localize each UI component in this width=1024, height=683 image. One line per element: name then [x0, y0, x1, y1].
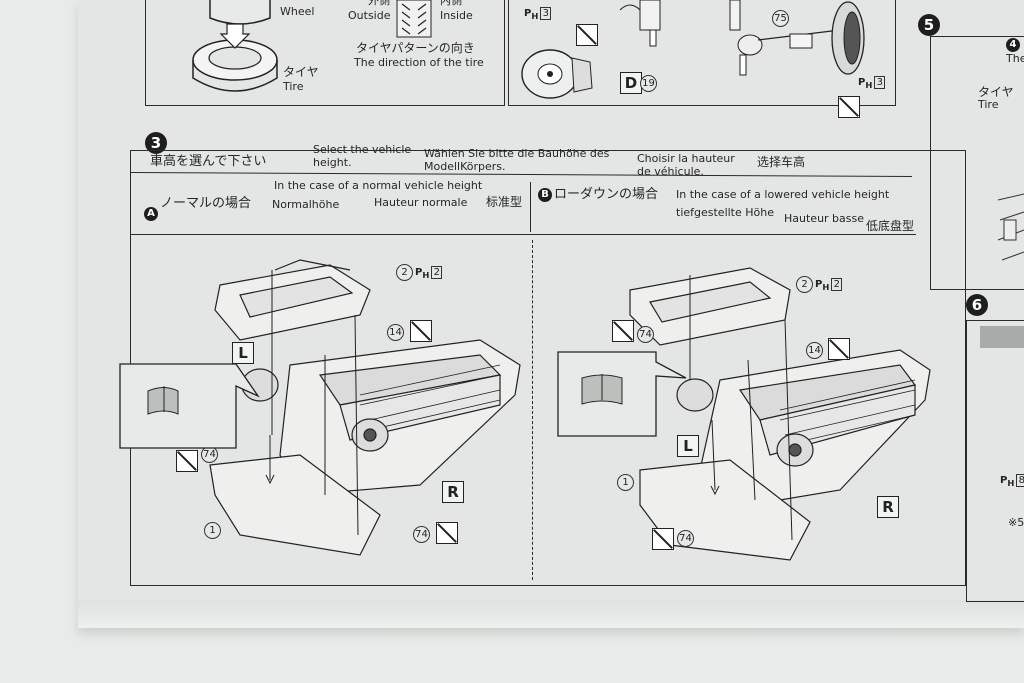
- inside-jp-label: 内側: [440, 0, 462, 7]
- part-number-19: 19: [640, 75, 657, 92]
- grey-bar: [980, 326, 1024, 348]
- option-b-cn: 低底盘型: [866, 219, 915, 233]
- paint-mark-icon: [410, 320, 432, 342]
- step3-title-de: Wählen Sie bitte die Bauhöhe des ModellK…: [424, 147, 610, 173]
- tire-direction-en: The direction of the tire: [354, 56, 484, 69]
- option-separator: [530, 182, 531, 232]
- step-5-badge: 5: [918, 14, 940, 36]
- option-b-fr: Hauteur basse: [784, 212, 865, 225]
- tire-jp-label: タイヤ: [283, 65, 319, 79]
- left-side-label-a: L: [232, 342, 254, 364]
- option-divider: [130, 234, 916, 235]
- option-b-de: tiefgestellte Höhe: [676, 206, 775, 219]
- right-side-label-a: R: [442, 481, 464, 503]
- right-side-label-b: R: [877, 496, 899, 518]
- step-4-badge: 4: [1006, 38, 1020, 52]
- right-chassis-fragment: [997, 193, 1024, 261]
- option-a-fr: Hauteur normale: [374, 196, 468, 209]
- right-tire-en: Tire: [978, 98, 999, 111]
- tire-en-label: Tire: [283, 80, 304, 93]
- part-number-14-b: 14: [806, 342, 823, 359]
- tread-pattern-icon: [396, 0, 432, 38]
- part-number-1-b: 1: [617, 474, 634, 491]
- wheel-label: Wheel: [280, 5, 315, 18]
- paint-mark-icon: [176, 450, 198, 472]
- part-number-2-a: 2: [396, 264, 413, 281]
- left-side-label-b: L: [677, 435, 699, 457]
- part-number-74-b2: 74: [677, 530, 694, 547]
- the-text: The: [1006, 52, 1024, 65]
- dashed-divider: [532, 240, 533, 580]
- step-6-panel: [966, 320, 1024, 602]
- tire-panel: [145, 0, 505, 106]
- paint-mark-icon: [576, 24, 598, 46]
- option-a-badge: A: [144, 207, 158, 221]
- paint-mark-icon: [828, 338, 850, 360]
- option-a-jp: ノーマルの場合: [160, 196, 252, 211]
- option-b-badge: B: [538, 188, 552, 202]
- paint-mark-icon: [652, 528, 674, 550]
- step-3-badge: 3: [145, 132, 167, 154]
- hub-assembly-illustration: [619, 0, 661, 47]
- option-b-en: In the case of a lowered vehicle height: [676, 188, 890, 201]
- paint-mark-icon: [436, 522, 458, 544]
- note-mark: ※5: [1008, 516, 1024, 529]
- part-d-label: D: [620, 72, 642, 94]
- step3-title-en: Select the vehicle height.: [313, 143, 412, 169]
- option-b-jp: ローダウンの場合: [554, 187, 659, 202]
- option-a-cn: 标准型: [486, 195, 523, 209]
- part-number-74-a2: 74: [413, 526, 430, 543]
- brake-disc-illustration: [521, 49, 593, 99]
- inside-en-label: Inside: [440, 9, 473, 22]
- part-number-2-b: 2: [796, 276, 813, 293]
- paint-mark-icon: [612, 320, 634, 342]
- callout-box-a: [119, 363, 260, 449]
- step3-title-fr: Choisir la hauteur de véhicule.: [637, 152, 735, 178]
- brake-panel: [508, 0, 896, 106]
- outside-jp-label: 外側: [368, 0, 390, 7]
- option-a-en: In the case of a normal vehicle height: [274, 179, 483, 192]
- step-6-badge: 6: [966, 294, 988, 316]
- part-number-1-a: 1: [204, 522, 221, 539]
- callout-box-b: [557, 351, 687, 437]
- step3-title-jp: 車高を選んで下さい: [150, 154, 267, 169]
- part-number-75: 75: [772, 10, 789, 27]
- part-number-14-a: 14: [387, 324, 404, 341]
- shaft-illustration: [729, 0, 865, 76]
- step3-title-cn: 选择车高: [757, 155, 806, 169]
- sheet-edge: [78, 600, 1024, 628]
- chassis-diagram-lowered: [629, 267, 931, 561]
- paint-mark-icon: [838, 96, 860, 118]
- outside-en-label: Outside: [348, 9, 391, 22]
- step-5-panel: [930, 36, 1024, 290]
- option-a-de: Normalhöhe: [272, 198, 340, 211]
- part-number-74-b1: 74: [637, 326, 654, 343]
- chassis-diagram-normal: [209, 259, 521, 556]
- tire-illustration: [192, 0, 278, 92]
- tire-direction-jp: タイヤパターンの向き: [356, 41, 475, 55]
- right-tire-jp: タイヤ: [978, 85, 1014, 99]
